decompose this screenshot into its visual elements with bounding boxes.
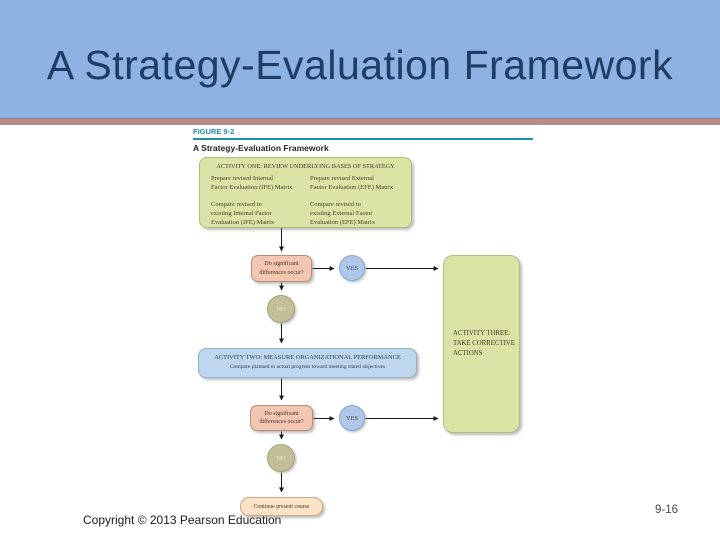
prepare-ife-cell: Prepare revised Internal Factor Evaluati…: [211, 175, 293, 191]
no-circle-2: NO: [267, 444, 295, 472]
figure-rule-divider: [193, 138, 533, 140]
decision-two-box: Do significant differences occur?: [250, 405, 313, 431]
decision-one-box: Do significant differences occur?: [251, 255, 312, 282]
page-number: 9-16: [654, 504, 678, 516]
activity-one-title: ACTIVITY ONE: REVIEW UNDERLYING BASES OF…: [216, 163, 395, 170]
activity-one-box: ACTIVITY ONE: REVIEW UNDERLYING BASES OF…: [199, 157, 412, 228]
figure-label: FIGURE 9-2: [193, 127, 235, 136]
prepare-efe-cell: Prepare revised External Factor Evaluati…: [310, 175, 394, 191]
accent-bar: [0, 118, 720, 125]
activity-two-box: ACTIVITY TWO: MEASURE ORGANIZATIONAL PER…: [198, 348, 417, 378]
slide-header: A Strategy-Evaluation Framework: [0, 0, 720, 118]
compare-ife-cell: Compare revised to existing Internal Fac…: [211, 201, 275, 226]
no-circle-1: NO: [267, 295, 295, 323]
yes-circle-2: YES: [339, 405, 365, 431]
compare-efe-cell: Compare revised to existing External Fac…: [310, 201, 375, 226]
continue-course-box: Continue present course: [240, 497, 323, 516]
activity-three-box: ACTIVITY THREE: TAKE CORRECTIVE ACTIONS: [443, 255, 520, 433]
slide-title: A Strategy-Evaluation Framework: [46, 42, 674, 88]
figure-9-2: FIGURE 9-2 A Strategy-Evaluation Framewo…: [193, 126, 533, 524]
figure-caption: A Strategy-Evaluation Framework: [193, 143, 329, 153]
activity-two-title: ACTIVITY TWO: MEASURE ORGANIZATIONAL PER…: [214, 354, 401, 361]
activity-two-subtitle: Compare planned to actual progress towar…: [229, 364, 386, 370]
flowchart-connectors: [279, 228, 439, 493]
yes-circle-1: YES: [339, 255, 365, 281]
footer-copyright: Copyright © 2013 Pearson Education: [83, 513, 282, 527]
